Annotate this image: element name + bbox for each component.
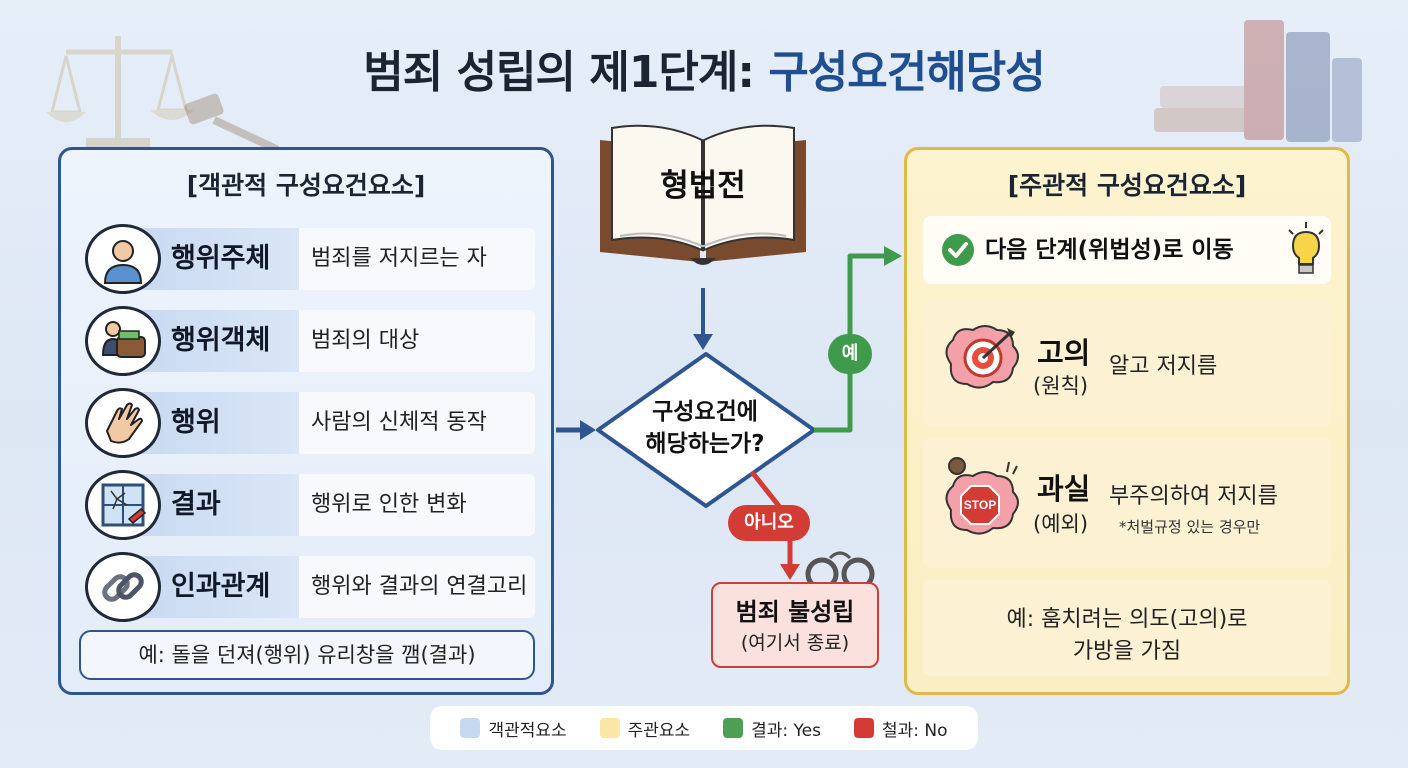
fail-title: 범죄 불성립 [735, 598, 855, 626]
objective-desc: 사람의 신체적 동작 [311, 410, 487, 435]
arrow-head [780, 564, 800, 580]
objective-term: 결과 [171, 489, 221, 520]
objective-panel-header: [객관적 구성요건요소] [186, 171, 426, 200]
objective-desc: 범죄를 저지르는 자 [311, 246, 487, 271]
negligence-card: STOP 과실 (예외) 부주의하여 저지름 *처벌규정 있는 경우만 [923, 438, 1331, 568]
subjective-elements-panel: [주관적 구성요건요소] 다음 단계(위법성)로 이동 고의 (원칙) 알고 저… [904, 147, 1350, 695]
decision-line-2: 해당하는가? [645, 431, 765, 457]
objective-term: 행위객체 [171, 325, 271, 356]
gavel-icon [184, 93, 280, 154]
title-accent: 구성요건해당성 [768, 47, 1045, 98]
legend-swatch [723, 718, 744, 738]
subjective-panel-header: [주관적 구성요건요소] [1007, 171, 1247, 200]
desc-background [299, 474, 535, 536]
desc-background [299, 310, 535, 372]
subjective-example-card: 예: 훔치려는 의도(고의)로 가방을 가짐 [923, 580, 1331, 676]
subjective-example: 예: 훔치려는 의도(고의)로 가방을 가짐 [923, 604, 1331, 668]
legend-swatch [599, 718, 620, 738]
scales-icon [46, 36, 194, 148]
yes-badge: 예 [828, 334, 872, 374]
objective-desc: 행위로 인한 변화 [311, 492, 467, 517]
intent-desc: 알고 저지름 [1109, 354, 1218, 379]
intent-card: 고의 (원칙) 알고 저지름 [923, 298, 1331, 426]
intent-term: 고의 [1037, 336, 1091, 370]
no-badge: 아니오 [728, 505, 810, 541]
person-icon [85, 224, 161, 294]
negligence-desc: 부주의하여 저지름 [1109, 484, 1278, 509]
objective-example: 예: 돌을 던져(행위) 유리창을 깸(결과) [79, 630, 535, 680]
decision-line-1: 구성요건에 [652, 399, 758, 425]
next-step-text: 다음 단계(위법성)로 이동 [985, 237, 1234, 263]
intent-note: (원칙) [1033, 374, 1089, 398]
objective-row-object: 행위객체 범죄의 대상 [85, 306, 535, 376]
legend-label: 주관요소 [627, 720, 691, 741]
objective-term: 행위주체 [171, 243, 271, 274]
crime-not-established-box: 범죄 불성립 (여기서 종료) [711, 582, 879, 668]
negligence-term: 과실 [1037, 472, 1091, 506]
hand-icon [85, 388, 161, 458]
decision-diamond [596, 352, 816, 508]
desc-background [299, 228, 535, 290]
next-step-box: 다음 단계(위법성)로 이동 [923, 216, 1331, 284]
objective-row-causation: 인과관계 행위와 결과의 연결고리 [85, 552, 535, 622]
page-title: 범죄 성립의 제1단계: 구성요건해당성 [0, 36, 1408, 100]
subjective-example-line-2: 가방을 가짐 [1072, 639, 1182, 664]
legend: 객관적요소 주관요소 결과: Yes 철과: No [430, 706, 978, 750]
criminal-code-book-icon [600, 124, 806, 265]
legend-label: 객관적요소 [488, 720, 567, 741]
legend-label: 결과: Yes [751, 720, 821, 741]
brain-stop-icon: STOP [945, 457, 1019, 535]
legend-item-objective: 객관적요소 [460, 716, 567, 741]
negligence-note: (예외) [1033, 512, 1089, 536]
objective-desc: 행위와 결과의 연결고리 [311, 574, 528, 599]
desc-background [299, 392, 535, 454]
broken-window-icon [85, 470, 161, 540]
desc-background [299, 556, 535, 618]
chain-link-icon [85, 552, 161, 622]
legend-swatch [853, 718, 874, 738]
fail-subtitle: (여기서 종료) [740, 632, 850, 654]
objective-term: 인과관계 [171, 571, 271, 602]
title-main: 범죄 성립의 제1단계: [363, 47, 769, 98]
legend-item-no: 철과: No [853, 716, 948, 741]
legend-item-yes: 결과: Yes [723, 716, 821, 741]
objective-row-act: 행위 사람의 신체적 동작 [85, 388, 535, 458]
negligence-footnote: *처벌규정 있는 경우만 [1119, 518, 1261, 536]
wallet-icon [85, 306, 161, 376]
objective-elements-panel: [객관적 구성요건요소] 행위주체 범죄를 저지르는 자 행위객체 범죄 [58, 147, 554, 695]
arrow-head [580, 420, 596, 440]
legend-swatch [460, 718, 481, 738]
brain-target-icon [945, 325, 1019, 389]
arrow-head [693, 334, 713, 350]
subjective-example-line-1: 예: 훔치려는 의도(고의)로 [1006, 607, 1248, 632]
legend-item-subjective: 주관요소 [599, 716, 691, 741]
legend-label: 철과: No [881, 720, 948, 741]
criminal-code-label: 형법전 [660, 168, 746, 204]
svg-text:STOP: STOP [964, 498, 996, 512]
objective-desc: 범죄의 대상 [311, 328, 420, 353]
books-icon [1154, 20, 1362, 142]
arrow-head [884, 246, 902, 266]
objective-row-subject: 행위주체 범죄를 저지르는 자 [85, 224, 535, 294]
check-circle-icon [942, 234, 974, 266]
objective-row-result: 결과 행위로 인한 변화 [85, 470, 535, 540]
objective-term: 행위 [171, 407, 221, 438]
decision-question: 구성요건에 해당하는가? [600, 396, 810, 460]
lightbulb-icon [1288, 222, 1324, 274]
